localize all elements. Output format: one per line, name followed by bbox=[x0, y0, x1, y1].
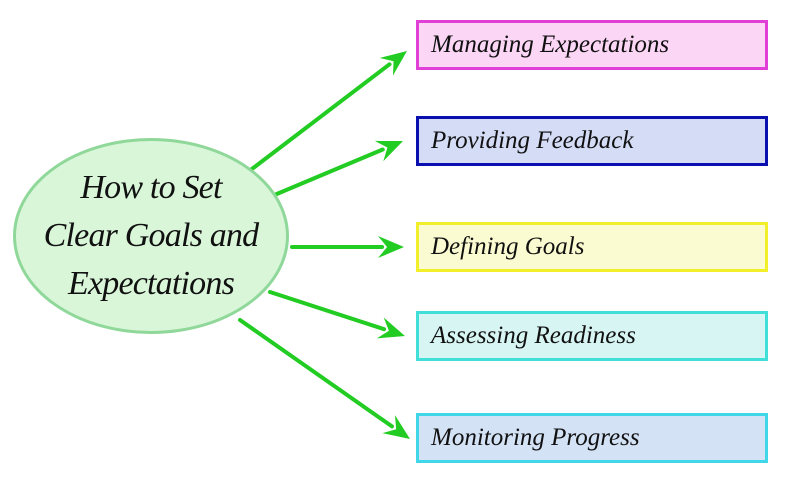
arrow-to-managing-expectations-head bbox=[379, 51, 407, 76]
arrow-to-defining-goals-head bbox=[378, 236, 404, 258]
box-label: Managing Expectations bbox=[431, 31, 670, 58]
arrow-to-managing-expectations bbox=[246, 62, 392, 174]
arrow-to-providing-feedback-head bbox=[374, 140, 403, 162]
central-topic-label: How to Set Clear Goals and Expectations bbox=[44, 164, 259, 308]
central-topic-line-3: Expectations bbox=[67, 265, 235, 302]
box-managing-expectations: Managing Expectations bbox=[416, 20, 768, 70]
arrow-to-monitoring-progress bbox=[238, 318, 394, 429]
central-topic: How to Set Clear Goals and Expectations bbox=[13, 138, 289, 334]
box-label: Monitoring Progress bbox=[431, 424, 640, 451]
arrow-to-monitoring-progress-head bbox=[382, 415, 410, 439]
central-topic-line-2: Clear Goals and bbox=[43, 217, 259, 254]
central-topic-line-1: How to Set bbox=[80, 169, 222, 206]
arrow-to-assessing-readiness bbox=[268, 290, 387, 332]
box-label: Defining Goals bbox=[431, 233, 585, 260]
box-defining-goals: Defining Goals bbox=[416, 222, 768, 272]
arrow-to-assessing-readiness-head bbox=[376, 317, 405, 339]
box-providing-feedback: Providing Feedback bbox=[416, 116, 768, 166]
box-monitoring-progress: Monitoring Progress bbox=[416, 413, 768, 463]
box-label: Assessing Readiness bbox=[431, 322, 636, 349]
box-assessing-readiness: Assessing Readiness bbox=[416, 311, 768, 361]
arrow-to-providing-feedback bbox=[270, 147, 385, 198]
box-label: Providing Feedback bbox=[431, 127, 634, 154]
